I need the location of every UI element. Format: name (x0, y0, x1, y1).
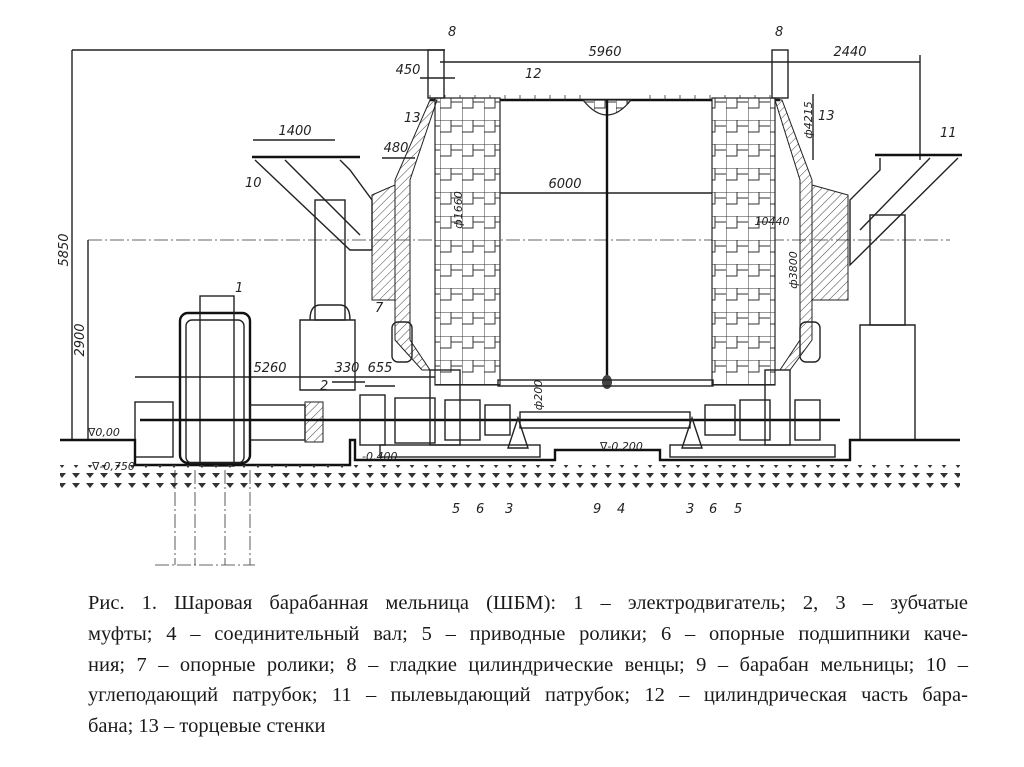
feed-pipe (252, 155, 373, 391)
callout-13-left: 13 (404, 111, 421, 126)
dim-1400: 1400 (278, 124, 311, 139)
caption-line: муфты; 4 – соединительный вал; 5 – приво… (88, 622, 968, 645)
callout-1: 1 (235, 281, 243, 296)
figure-caption: Рис. 1. Шаровая барабанная мельница (ШБМ… (88, 588, 968, 742)
dim-phi200: ф200 (532, 380, 545, 410)
dim-phi3800: ф3800 (787, 251, 800, 288)
dim-5850: 5850 (57, 233, 72, 266)
dimension-labels: 5960 2440 450 1400 480 6000 5850 2900 52… (57, 45, 867, 473)
dim-480: 480 (384, 141, 409, 156)
dim-450: 450 (396, 63, 421, 78)
dim-2900: 2900 (73, 323, 88, 356)
electric-motor (134, 295, 324, 467)
dim-phi4215: ф4215 (802, 101, 815, 138)
callout-4: 4 (617, 502, 625, 517)
dim-6000: 6000 (548, 177, 581, 192)
drive-train (140, 369, 840, 458)
callout-8-left: 8 (448, 25, 456, 40)
outlet-pipe (849, 153, 962, 441)
callout-labels: 1 2 7 8 8 10 11 12 13 13 5 6 3 9 4 3 6 5 (235, 25, 957, 517)
level-minus-0-750: ∇-0,750 (91, 460, 135, 473)
level-0-00: ∇0,00 (87, 426, 120, 439)
dim-330: 330 (335, 361, 360, 376)
dim-2440: 2440 (833, 45, 866, 60)
dim-phi1660: ф1660 (452, 191, 465, 228)
callout-12: 12 (525, 67, 542, 82)
callout-5-right: 5 (734, 502, 742, 517)
dim-5960: 5960 (588, 45, 621, 60)
caption-line: Рис. 1. Шаровая барабанная мельница (ШБМ… (88, 592, 968, 614)
foundation (60, 438, 960, 566)
callout-5-left: 5 (452, 502, 460, 517)
level-minus-0-400: -0,400 (362, 450, 397, 463)
caption-line: углеподающий патрубок; 11 – пылевыдающий… (88, 684, 968, 707)
callout-13-right: 13 (818, 109, 835, 124)
end-walls (371, 49, 849, 371)
dimension-lines (71, 49, 950, 440)
caption-line: бана; 13 – торцевые стенки (88, 715, 326, 738)
mill-drum (429, 95, 780, 389)
dim-10440: 10440 (755, 215, 790, 228)
callout-2: 2 (320, 379, 328, 394)
level-minus-0-200: ∇-0,200 (599, 440, 643, 453)
ball-mill-drawing: 5960 2440 450 1400 480 6000 5850 2900 52… (57, 25, 962, 566)
dim-655: 655 (368, 361, 393, 376)
callout-10: 10 (245, 176, 262, 191)
callout-8-right: 8 (775, 25, 783, 40)
caption-line: ния; 7 – опорные ролики; 8 – гладкие цил… (88, 653, 968, 676)
callout-9: 9 (593, 502, 601, 517)
dim-5260: 5260 (253, 361, 286, 376)
callout-11: 11 (940, 126, 957, 141)
callout-3-left: 3 (505, 502, 513, 517)
callout-7: 7 (375, 301, 384, 316)
callout-6-left: 6 (476, 502, 484, 517)
callout-6-right: 6 (709, 502, 717, 517)
callout-3-right: 3 (686, 502, 694, 517)
